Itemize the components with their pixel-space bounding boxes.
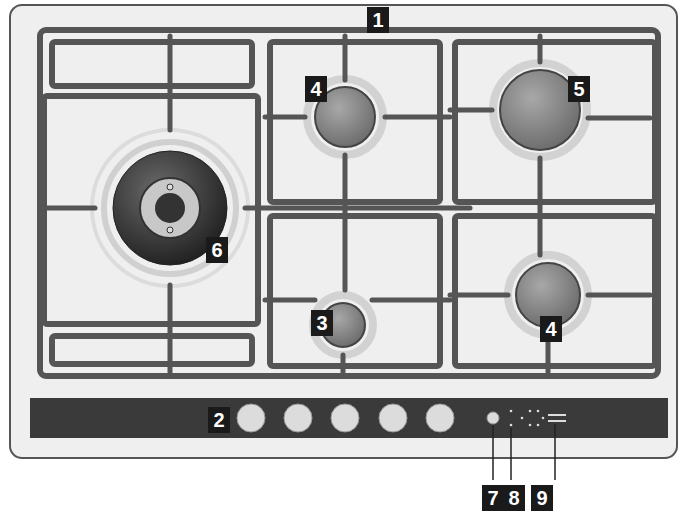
callout-number: 2 bbox=[208, 407, 230, 433]
callout-number: 7 bbox=[482, 485, 504, 511]
callout-number: 8 bbox=[503, 485, 525, 511]
callout-number: 1 bbox=[367, 7, 389, 33]
callout-number: 6 bbox=[206, 237, 228, 263]
callout-number: 3 bbox=[311, 310, 333, 336]
callout-number: 4 bbox=[305, 76, 327, 102]
callout-number: 4 bbox=[540, 316, 562, 342]
callout-number: 9 bbox=[531, 485, 553, 511]
callout-number: 5 bbox=[568, 76, 590, 102]
